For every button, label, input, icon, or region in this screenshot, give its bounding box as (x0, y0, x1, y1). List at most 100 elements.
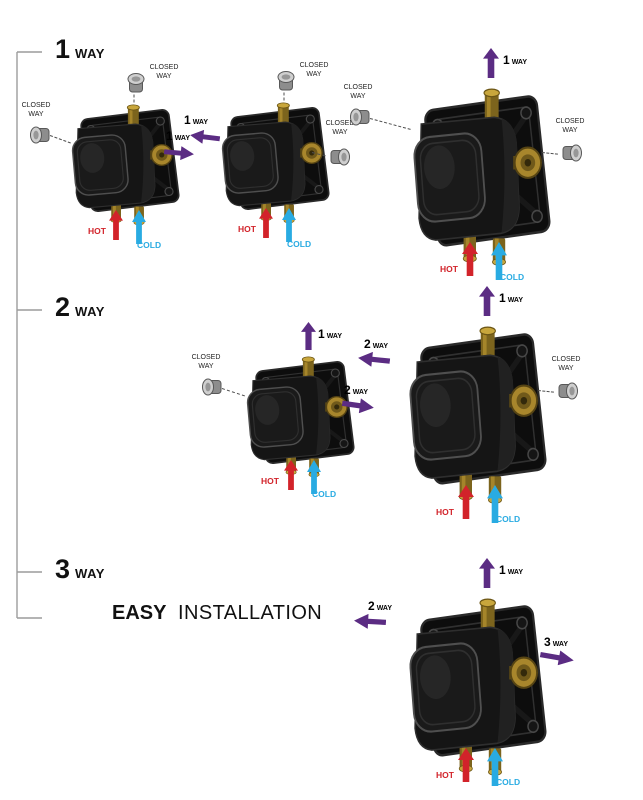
v6-hot-arrow-up-icon (458, 748, 474, 782)
v4-cold-arrow-up-icon (307, 460, 321, 494)
closed-word-2: WAY (350, 92, 366, 100)
v1-cold-arrow-up-icon (132, 210, 146, 244)
v3-closed-way-left-label: CLOSED WAY (336, 84, 380, 102)
v2-closed-way-top-dashed-line (283, 92, 285, 101)
v4-way-1-arrow-up-icon (301, 322, 316, 350)
closed-word-1: CLOSED (21, 102, 51, 109)
v3-closed-way-right-label: CLOSED WAY (548, 118, 592, 136)
way-number: 1 (499, 563, 506, 577)
v5-valve-body-illustration (388, 320, 556, 505)
v2-cold-arrow-up-icon (282, 208, 296, 242)
v4-cold-label: COLD (312, 489, 337, 499)
v1-closed-way-left-label: CLOSED WAY (16, 102, 56, 120)
section-3-word: WAY (75, 566, 105, 581)
v5-closed-way-right-cap-icon (556, 382, 580, 400)
v4-way-2-arrow-right-icon (341, 398, 374, 414)
closed-word-1: CLOSED (555, 118, 585, 125)
v4-closed-way-left-label: CLOSED WAY (186, 354, 226, 372)
v4-closed-way-left-cap-icon (200, 378, 224, 396)
way-number: 2 (368, 599, 375, 613)
v3-valve-body-illustration (392, 82, 560, 267)
v2-hot-arrow-up-icon (259, 208, 273, 238)
v5-cold-arrow-up-icon (487, 485, 503, 523)
v6-way-1-arrow-up-icon (479, 558, 495, 588)
v2-way-1-arrow-left-icon (190, 129, 221, 144)
v1-valve-body-illustration (55, 100, 187, 226)
section-3-number: 3 (55, 554, 71, 584)
closed-word-1: CLOSED (325, 120, 355, 127)
way-word: WAY (326, 333, 342, 340)
way-word: WAY (507, 297, 523, 304)
v3-cold-arrow-up-icon (491, 242, 507, 280)
v6-hot-label: HOT (436, 770, 454, 780)
v2-closed-way-right-cap-icon (328, 148, 352, 166)
section-heading-3way: 3 WAY (55, 556, 105, 583)
v4-hot-arrow-up-icon (284, 460, 298, 490)
closed-word-2: WAY (562, 126, 578, 134)
closed-word-2: WAY (332, 128, 348, 136)
v5-way-1-arrow-up-icon (479, 286, 495, 316)
closed-word-2: WAY (28, 110, 44, 118)
way-word: WAY (174, 135, 190, 142)
v5-way-2-arrow-left-icon (358, 351, 391, 367)
v5-way-2-label: 2 WAY (364, 338, 388, 350)
v1-closed-way-left-cap-icon (28, 126, 52, 144)
v5-hot-arrow-up-icon (458, 485, 474, 519)
way-number: 1 (499, 291, 506, 305)
way-word: WAY (507, 569, 523, 576)
v1-closed-way-top-cap-icon (127, 71, 145, 95)
easy-installation-caption: EASY INSTALLATION (112, 602, 322, 625)
v6-cold-arrow-up-icon (487, 748, 503, 786)
v4-hot-label: HOT (261, 476, 279, 486)
way-number: 1 (503, 53, 510, 67)
way-word: WAY (192, 119, 208, 126)
closed-word-1: CLOSED (149, 64, 179, 71)
section-2-word: WAY (75, 304, 105, 319)
section-1-word: WAY (75, 46, 105, 61)
v5-hot-label: HOT (436, 507, 454, 517)
way-number: 3 (544, 635, 551, 649)
closed-word-2: WAY (558, 364, 574, 372)
way-number: 2 (364, 337, 371, 351)
closed-word-1: CLOSED (343, 84, 373, 91)
closed-word-1: CLOSED (299, 62, 329, 69)
closed-word-1: CLOSED (551, 356, 581, 363)
closed-word-1: CLOSED (191, 354, 221, 361)
closed-word-2: WAY (306, 70, 322, 78)
way-word: WAY (376, 605, 392, 612)
v3-cold-label: COLD (500, 272, 525, 282)
v3-closed-way-right-cap-icon (560, 144, 584, 162)
v3-way-1-arrow-up-icon (483, 48, 499, 78)
v3-way-1-label: 1 WAY (503, 54, 527, 66)
v6-way-2-arrow-left-icon (354, 613, 387, 629)
v6-way-3-label: 3 WAY (544, 636, 568, 648)
v1-closed-way-top-label: CLOSED WAY (144, 64, 184, 82)
v3-hot-arrow-up-icon (462, 242, 478, 276)
v2-way-1-label: 1 WAY (184, 114, 208, 126)
v1-hot-arrow-up-icon (109, 210, 123, 240)
v2-closed-way-right-label: CLOSED WAY (320, 120, 360, 138)
closed-word-2: WAY (156, 72, 172, 80)
section-heading-2way: 2 WAY (55, 294, 105, 321)
v5-way-1-label: 1 WAY (499, 292, 523, 304)
v6-way-2-label: 2 WAY (368, 600, 392, 612)
v4-way-1-label: 1 WAY (318, 328, 342, 340)
way-word: WAY (372, 343, 388, 350)
v6-way-1-label: 1 WAY (499, 564, 523, 576)
way-word: WAY (511, 59, 527, 66)
v1-hot-label: HOT (88, 226, 106, 236)
v2-valve-body-illustration (205, 98, 337, 224)
v5-cold-label: COLD (496, 514, 521, 524)
caption-bold: EASY (112, 602, 167, 624)
way-word: WAY (552, 641, 568, 648)
v2-closed-way-top-label: CLOSED WAY (294, 62, 334, 80)
v3-closed-way-left-cap-icon (348, 108, 372, 126)
section-1-number: 1 (55, 34, 71, 64)
v2-hot-label: HOT (238, 224, 256, 234)
v1-way-1-label: 1 WAY (166, 130, 190, 142)
v3-hot-label: HOT (440, 264, 458, 274)
v2-cold-label: COLD (287, 239, 312, 249)
section-2-number: 2 (55, 292, 71, 322)
v6-way-3-arrow-right-icon (539, 650, 574, 666)
